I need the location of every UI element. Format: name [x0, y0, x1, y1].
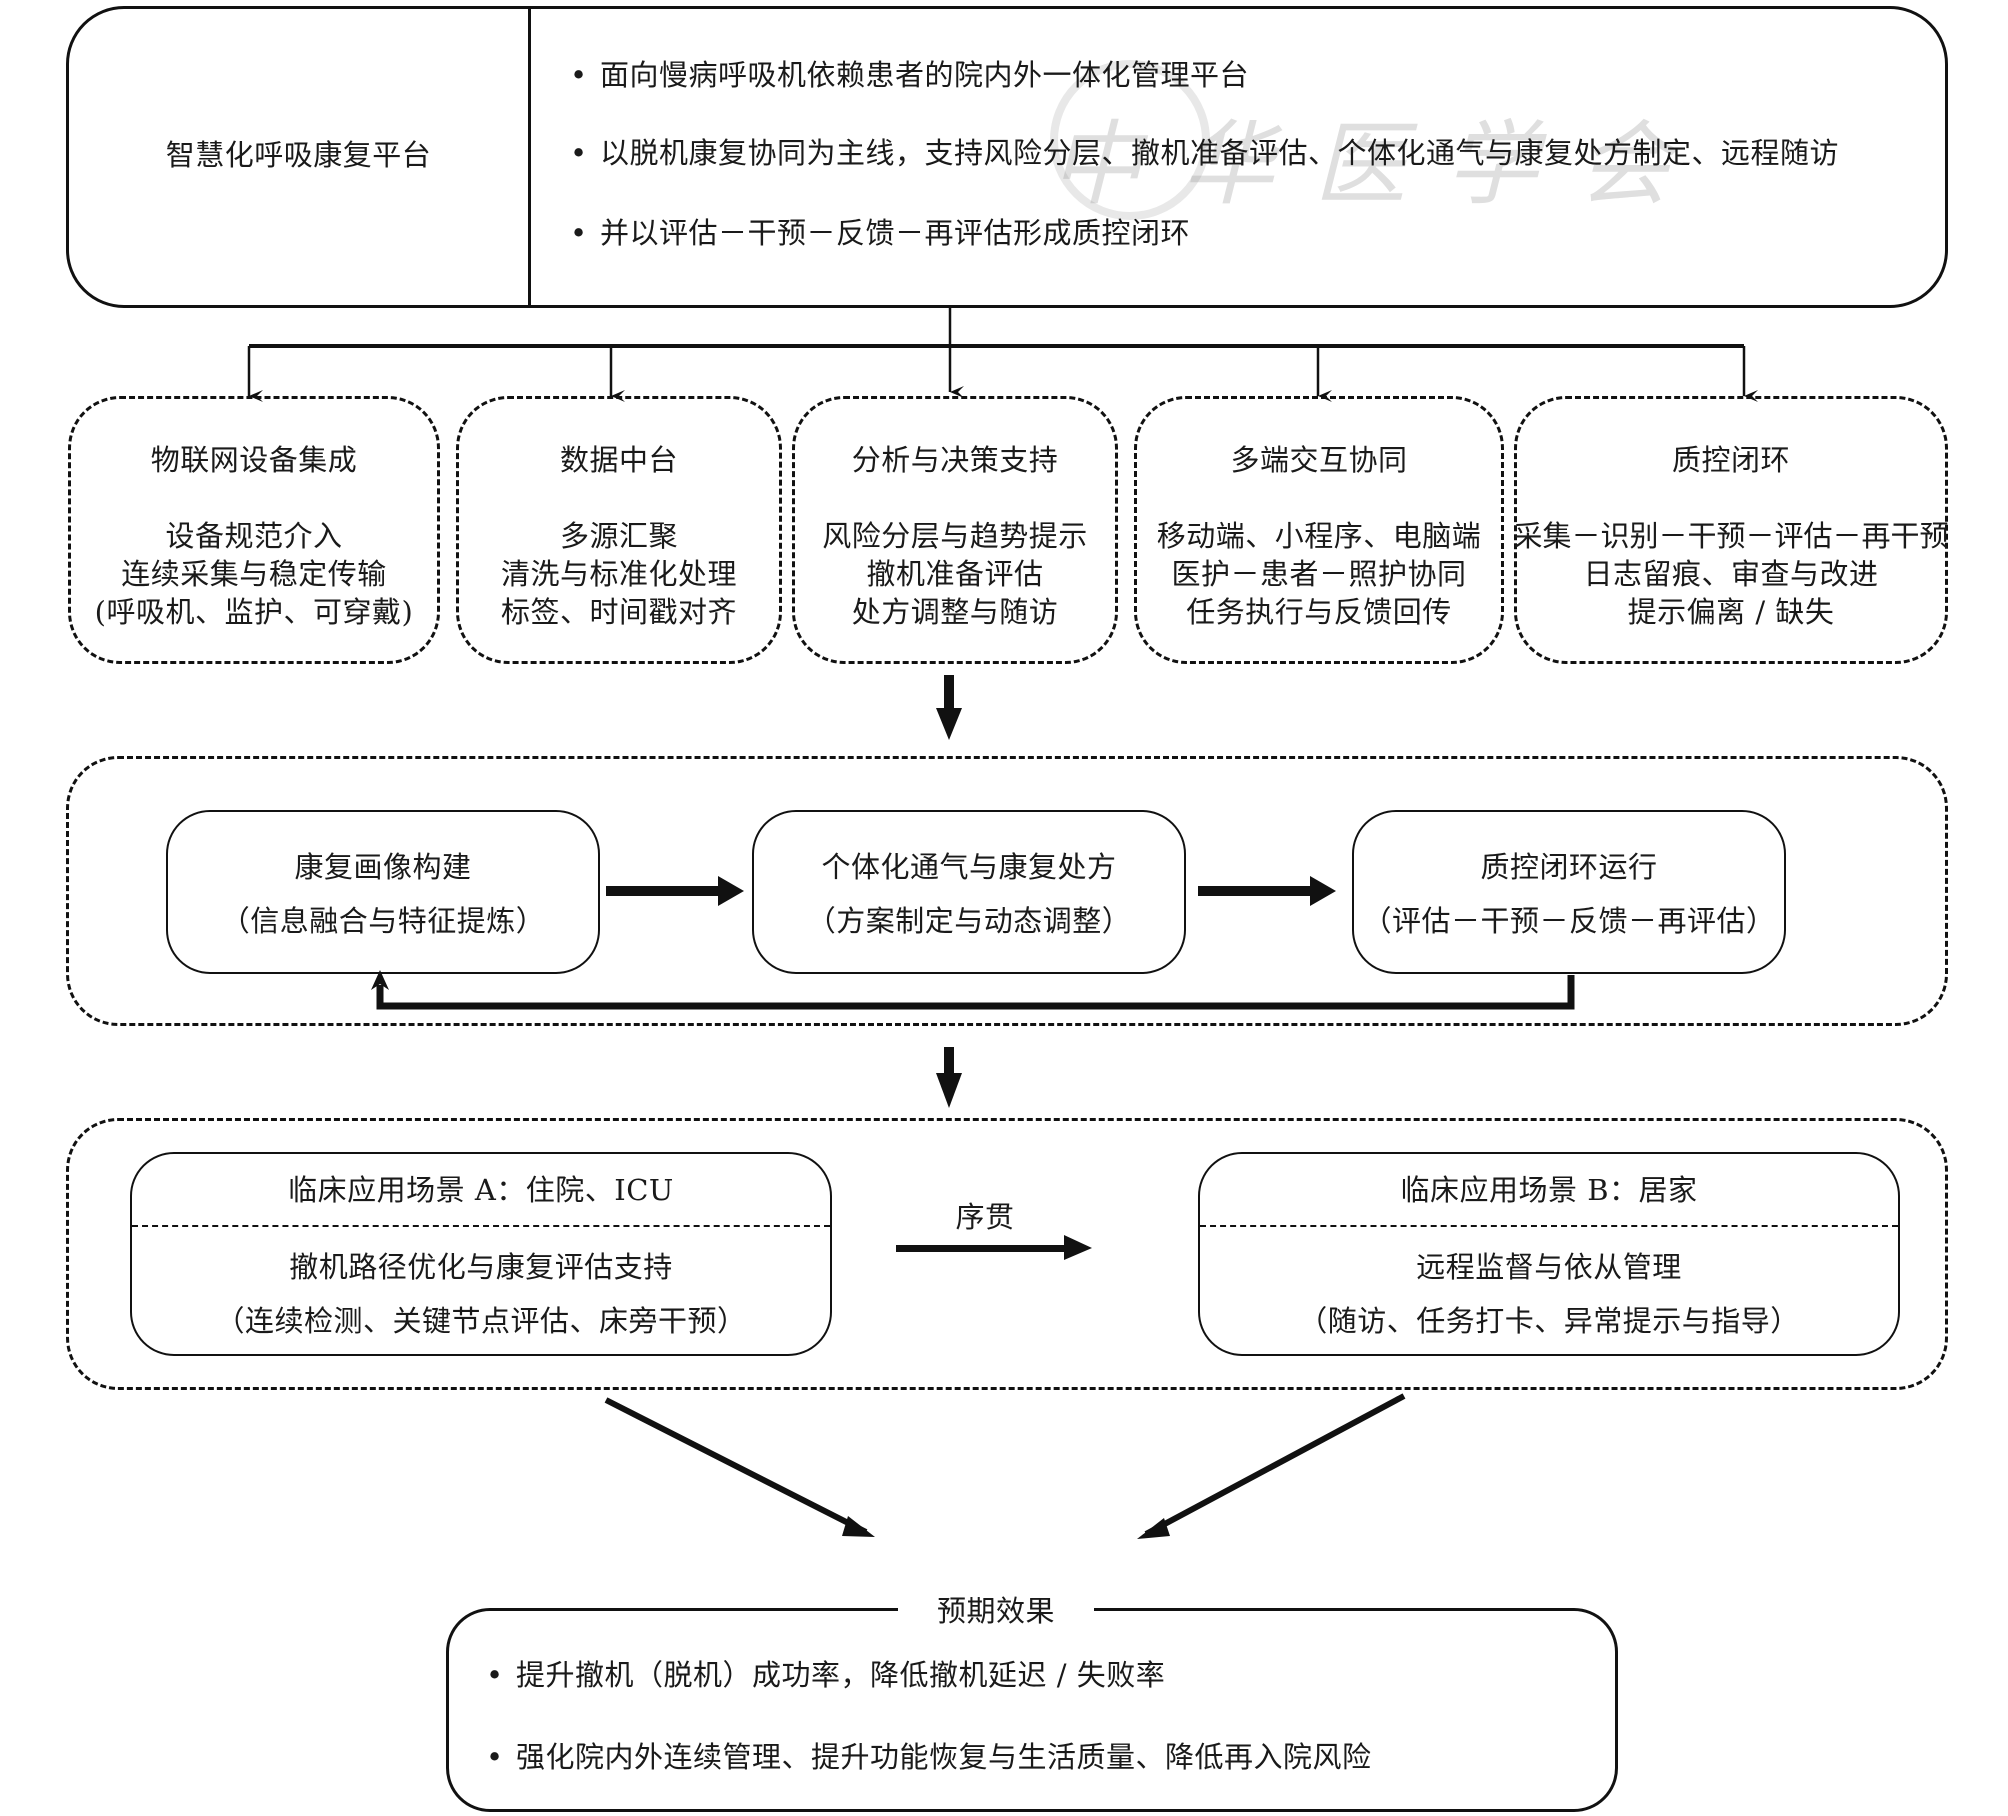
module-line: (呼吸机、监护、可穿戴): [94, 595, 414, 629]
sequential-label: 序贯: [955, 1200, 1015, 1234]
module-data-platform: 数据中台 多源汇聚 清洗与标准化处理 标签、时间戳对齐: [456, 396, 782, 664]
process-arrow-1: [606, 876, 744, 906]
process-step-subtitle: （信息融合与特征提炼）: [220, 904, 546, 938]
process-step-subtitle: （评估－干预－反馈－再评估）: [1362, 904, 1776, 938]
module-multi-terminal: 多端交互协同 移动端、小程序、电脑端 医护－患者－照护协同 任务执行与反馈回传: [1134, 396, 1504, 664]
sequential-arrow: [896, 1235, 1092, 1260]
module-line: 提示偏离 / 缺失: [1627, 595, 1835, 629]
module-line: 日志留痕、审查与改进: [1583, 557, 1879, 591]
scenario-a-detail: （连续检测、关键节点评估、床旁干预）: [215, 1304, 747, 1338]
outcome-bullet: 强化院内外连续管理、提升功能恢复与生活质量、降低再入院风险: [486, 1738, 1372, 1776]
process-step-title: 个体化通气与康复处方: [821, 850, 1117, 884]
module-title: 多端交互协同: [1230, 443, 1408, 477]
scenario-a-card: 临床应用场景 A：住院、ICU 撤机路径优化与康复评估支持 （连续检测、关键节点…: [130, 1152, 832, 1356]
process-step-subtitle: （方案制定与动态调整）: [806, 904, 1132, 938]
platform-title: 智慧化呼吸康复平台: [165, 138, 432, 172]
platform-box: [66, 6, 1948, 308]
module-line: 多源汇聚: [559, 519, 678, 553]
outcome-bullet: 提升撤机（脱机）成功率，降低撤机延迟 / 失败率: [486, 1656, 1165, 1694]
scenario-b-detail: （随访、任务打卡、异常提示与指导）: [1298, 1304, 1800, 1338]
scenario-a-main: 撤机路径优化与康复评估支持: [289, 1250, 673, 1284]
module-line: 任务执行与反馈回传: [1186, 595, 1452, 629]
outcome-arrow-left: [604, 1397, 868, 1535]
outcome-box: [446, 1608, 1618, 1812]
down-arrow-1: [936, 675, 962, 740]
platform-bullet: 面向慢病呼吸机依赖患者的院内外一体化管理平台: [570, 56, 1930, 94]
platform-bullet: 以脱机康复协同为主线，支持风险分层、撤机准备评估、个体化通气与康复处方制定、远程…: [570, 134, 1930, 172]
feedback-loop-line: [376, 975, 1575, 1010]
scenario-a-divider: [132, 1225, 830, 1227]
outcome-arrow-right-head: [1137, 1518, 1170, 1539]
scenario-b-card: 临床应用场景 B：居家 远程监督与依从管理 （随访、任务打卡、异常提示与指导）: [1198, 1152, 1900, 1356]
scenario-a-header: 临床应用场景 A：住院、ICU: [288, 1173, 674, 1207]
outcome-arrow-right: [1144, 1393, 1406, 1537]
module-line: 设备规范介入: [165, 519, 343, 553]
module-quality-loop: 质控闭环 采集－识别－干预－评估－再干预 日志留痕、审查与改进 提示偏离 / 缺…: [1513, 396, 1949, 664]
process-container: [66, 756, 1948, 1026]
scenario-b-header: 临床应用场景 B：居家: [1400, 1173, 1698, 1207]
module-line: 清洗与标准化处理: [500, 557, 737, 591]
process-step-quality-loop: 质控闭环运行 （评估－干预－反馈－再评估）: [1352, 810, 1786, 974]
module-line: 采集－识别－干预－评估－再干预: [1513, 519, 1949, 553]
module-line: 移动端、小程序、电脑端: [1156, 519, 1482, 553]
module-title: 数据中台: [559, 443, 678, 477]
scenario-b-divider: [1200, 1225, 1898, 1227]
module-line: 医护－患者－照护协同: [1171, 557, 1467, 591]
module-analysis-decision: 分析与决策支持 风险分层与趋势提示 撤机准备评估 处方调整与随访: [792, 396, 1118, 664]
module-line: 标签、时间戳对齐: [500, 595, 737, 629]
module-line: 风险分层与趋势提示: [822, 519, 1088, 553]
platform-bullet: 并以评估－干预－反馈－再评估形成质控闭环: [570, 214, 1930, 252]
feedback-loop-arrowhead: [371, 970, 389, 990]
module-line: 撤机准备评估: [866, 557, 1044, 591]
outcome-arrow-left-head: [842, 1516, 875, 1537]
module-line: 处方调整与随访: [851, 595, 1059, 629]
outcome-title: 预期效果: [936, 1594, 1055, 1628]
module-iot-integration: 物联网设备集成 设备规范介入 连续采集与稳定传输 (呼吸机、监护、可穿戴): [68, 396, 440, 664]
module-title: 分析与决策支持: [851, 443, 1059, 477]
down-arrow-2: [936, 1047, 962, 1108]
scenario-b-main: 远程监督与依从管理: [1416, 1250, 1682, 1284]
process-step-title: 质控闭环运行: [1480, 850, 1658, 884]
module-title: 物联网设备集成: [150, 443, 358, 477]
scenario-container: [66, 1118, 1948, 1390]
process-step-profile: 康复画像构建 （信息融合与特征提炼）: [166, 810, 600, 974]
process-arrow-2: [1198, 876, 1336, 906]
outcome-title-mask: [898, 1592, 1094, 1632]
module-line: 连续采集与稳定传输: [121, 557, 387, 591]
platform-divider: [528, 6, 531, 308]
process-step-prescription: 个体化通气与康复处方 （方案制定与动态调整）: [752, 810, 1186, 974]
process-step-title: 康复画像构建: [294, 850, 472, 884]
module-title: 质控闭环: [1671, 443, 1790, 477]
